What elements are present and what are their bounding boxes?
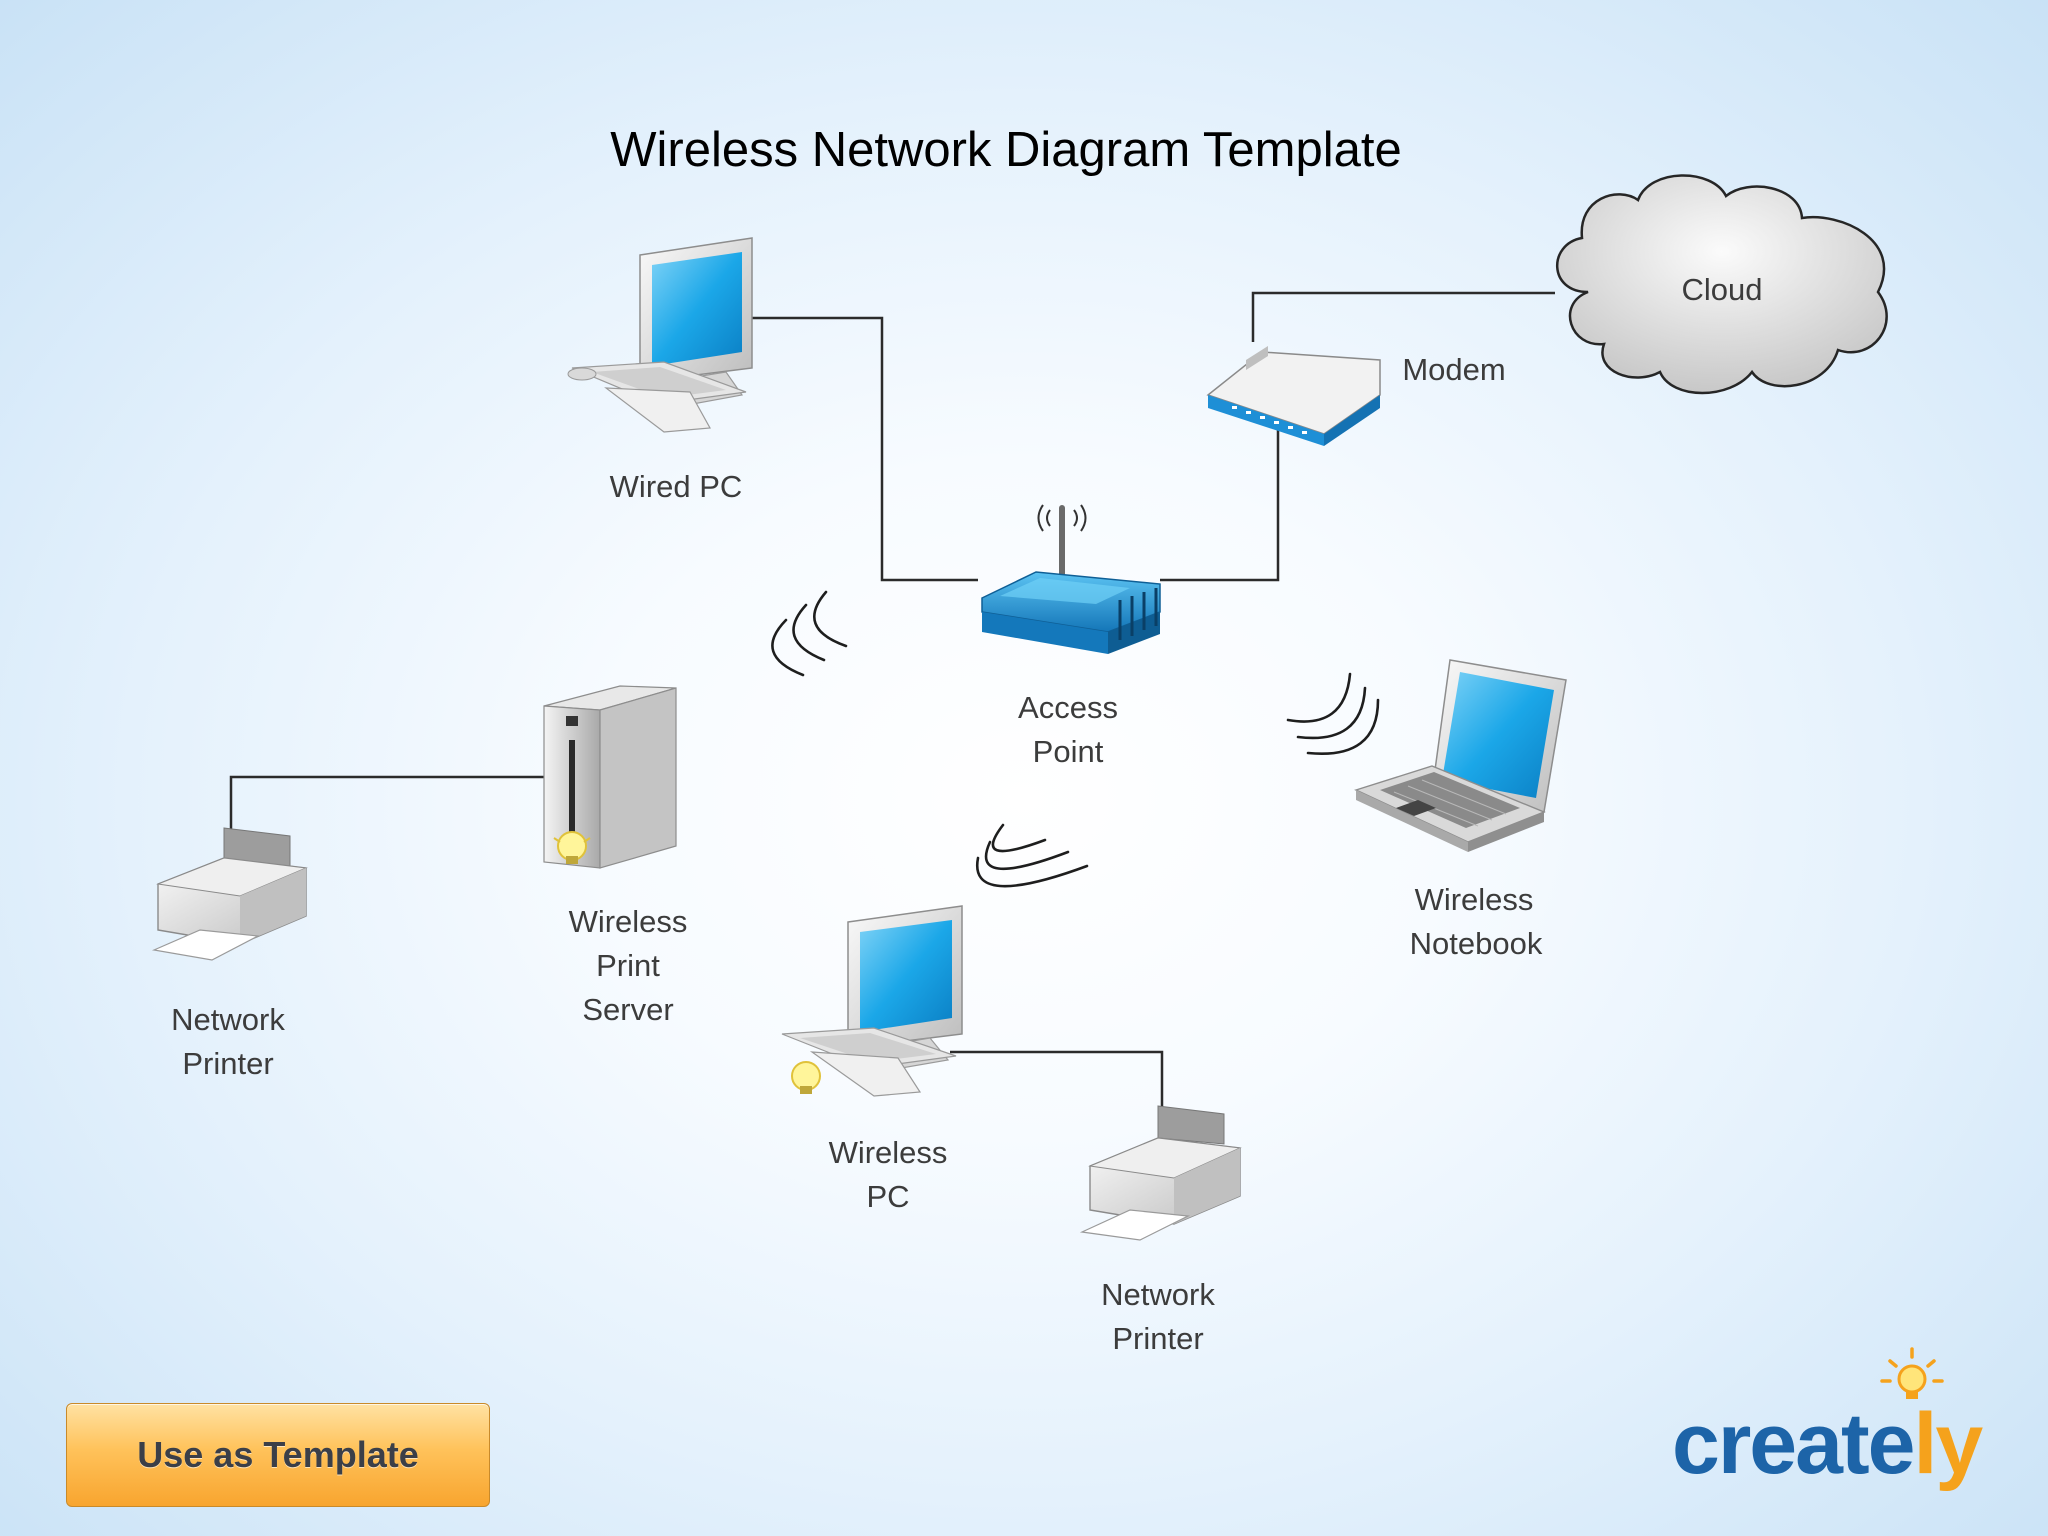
print-server-label-line1: Wireless bbox=[569, 904, 688, 939]
wireless-signal-icon bbox=[975, 823, 1089, 888]
print-server-label-line3: Server bbox=[582, 992, 673, 1027]
lightbulb-icon bbox=[1880, 1347, 1944, 1399]
access-point-icon bbox=[981, 504, 1161, 654]
connector-lines bbox=[229, 291, 1555, 1110]
connector-modem-cloud bbox=[1251, 291, 1555, 342]
wired-pc-icon bbox=[567, 237, 753, 433]
network-printer-left-label-line2: Printer bbox=[182, 1046, 273, 1081]
use-as-template-button[interactable]: Use as Template bbox=[66, 1403, 490, 1507]
wireless-pc-label-line2: PC bbox=[866, 1179, 909, 1214]
connector-wireless-pc-printer bbox=[950, 1050, 1164, 1110]
wireless-notebook-icon bbox=[1354, 659, 1567, 852]
print-server-icon bbox=[543, 685, 677, 869]
access-point-label-line2: Point bbox=[1033, 734, 1104, 769]
cloud-label: Cloud bbox=[1682, 272, 1763, 307]
access-point-label-line1: Access bbox=[1018, 690, 1118, 725]
wireless-signal-icon bbox=[771, 590, 848, 677]
use-as-template-label: Use as Template bbox=[137, 1434, 419, 1475]
network-printer-icon bbox=[1079, 1105, 1242, 1241]
connector-access-point-modem bbox=[1160, 430, 1280, 582]
logo-text-accent: ly bbox=[1913, 1396, 1983, 1492]
svg-text:creately: creately bbox=[1672, 1396, 1983, 1492]
network-printer-icon bbox=[151, 827, 308, 961]
network-printer-bottom-label-line2: Printer bbox=[1112, 1321, 1203, 1356]
wireless-notebook-label-line2: Notebook bbox=[1410, 926, 1543, 961]
creately-logo[interactable]: creately bbox=[1668, 1345, 2008, 1515]
wireless-signal-icon bbox=[1286, 672, 1380, 756]
wired-pc-label: Wired PC bbox=[610, 469, 743, 504]
logo-text-main: create bbox=[1672, 1396, 1913, 1492]
wireless-pc-icon bbox=[781, 905, 963, 1097]
network-printer-left-label-line1: Network bbox=[171, 1002, 285, 1037]
print-server-label-line2: Print bbox=[596, 948, 660, 983]
modem-icon bbox=[1206, 346, 1381, 446]
cloud-icon: Cloud bbox=[1556, 174, 1888, 395]
wireless-notebook-label-line1: Wireless bbox=[1415, 882, 1534, 917]
diagram-title: Wireless Network Diagram Template bbox=[610, 123, 1402, 177]
network-printer-bottom-label-line1: Network bbox=[1101, 1277, 1215, 1312]
wireless-pc-label-line1: Wireless bbox=[829, 1135, 948, 1170]
connector-printer-print-server bbox=[229, 775, 545, 832]
modem-label: Modem bbox=[1402, 352, 1505, 387]
connector-wired-pc-access-point bbox=[738, 316, 978, 582]
